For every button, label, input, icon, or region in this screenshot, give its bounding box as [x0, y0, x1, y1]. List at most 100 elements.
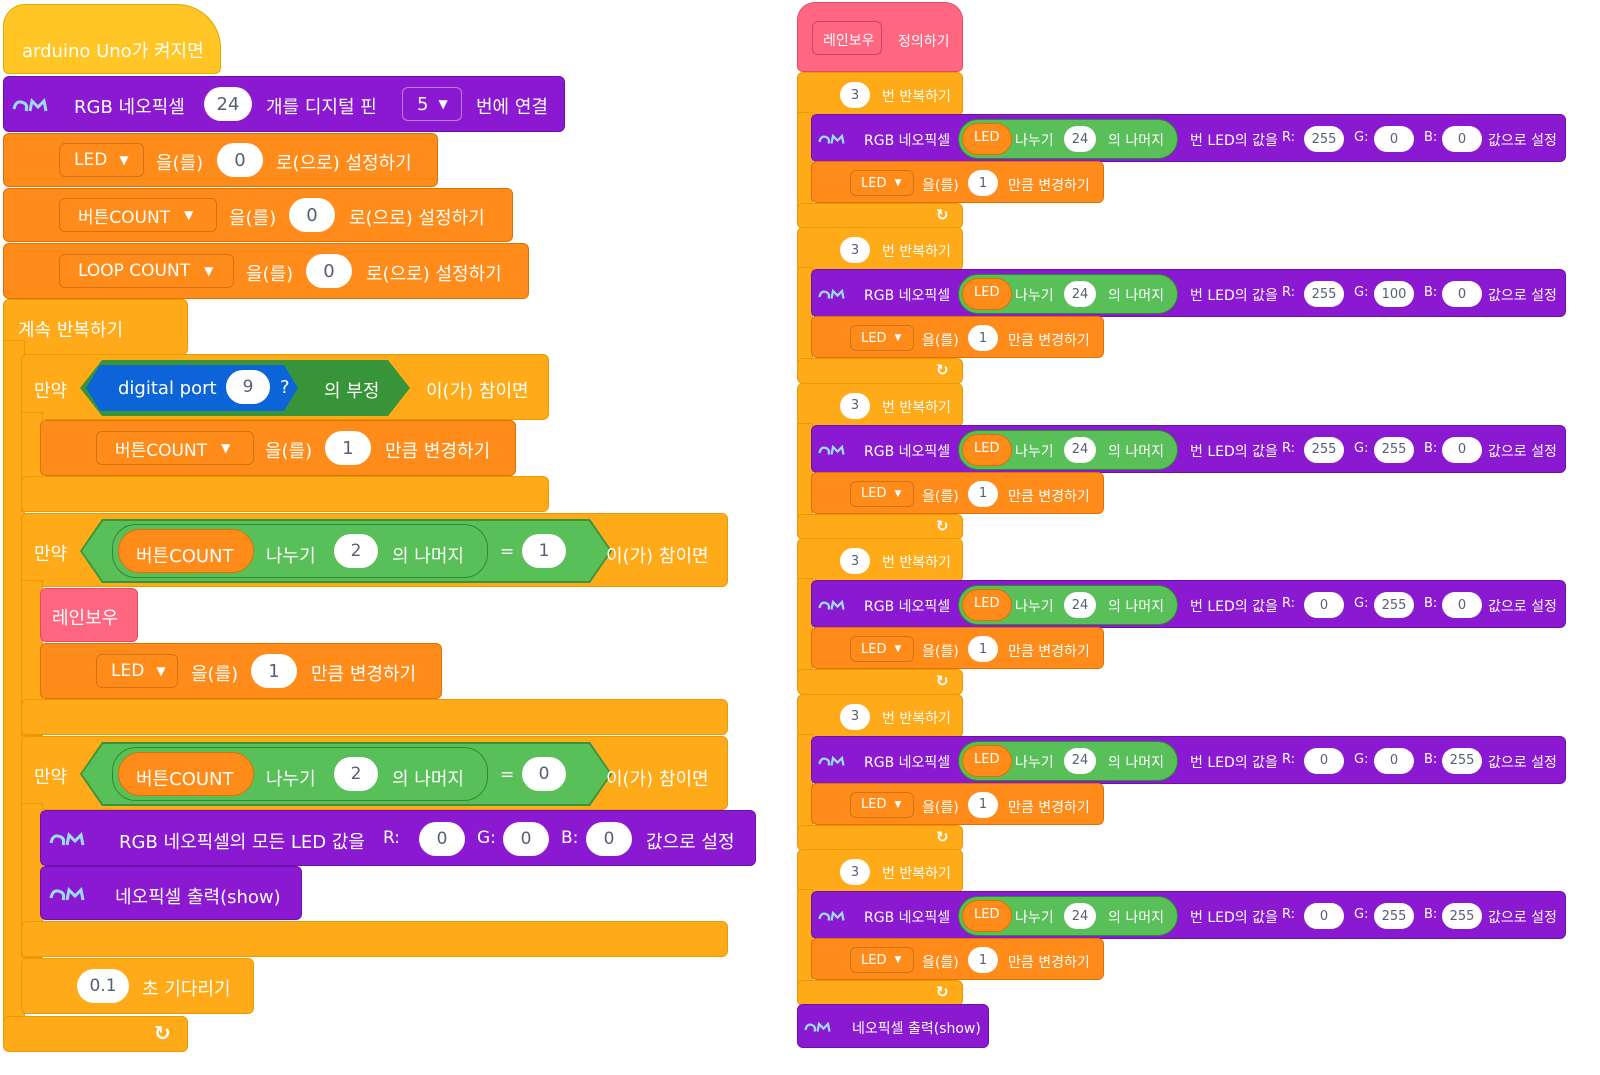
- b-input[interactable]: 255: [1442, 747, 1482, 774]
- variable-reporter[interactable]: [118, 529, 254, 573]
- repeat-times-input[interactable]: 3: [840, 237, 870, 264]
- define-rainbow-block[interactable]: 레인보우 정의하기: [797, 2, 963, 72]
- value-input[interactable]: 1: [968, 636, 998, 663]
- value-input[interactable]: 0: [306, 254, 352, 288]
- repeat-times-input[interactable]: 3: [840, 82, 870, 108]
- g-input[interactable]: 0: [503, 822, 549, 856]
- divisor-input[interactable]: 2: [334, 757, 378, 791]
- value-input[interactable]: 0: [289, 198, 335, 232]
- g-input[interactable]: 0: [1374, 126, 1414, 152]
- variable-reporter[interactable]: [962, 278, 1012, 311]
- if-block-1[interactable]: 만약 digital port 9 ? 의 부정 이(가) 참이면: [21, 354, 549, 420]
- b-input[interactable]: 0: [1442, 592, 1482, 619]
- divisor-input[interactable]: 24: [1064, 592, 1096, 619]
- variable-dropdown[interactable]: LED▼: [850, 791, 914, 818]
- r-input[interactable]: 0: [1304, 592, 1344, 619]
- value-input[interactable]: 1: [968, 170, 998, 196]
- variable-dropdown[interactable]: LOOP COUNT ▼: [59, 254, 234, 288]
- rainbow-call-block[interactable]: 레인보우: [40, 588, 138, 642]
- b-input[interactable]: 0: [1442, 126, 1482, 152]
- pixel-count-input[interactable]: 24: [204, 87, 252, 121]
- r-input[interactable]: 255: [1304, 281, 1344, 308]
- repeat-times-input[interactable]: 3: [840, 548, 870, 575]
- if-block-3[interactable]: 만약 버튼COUNT 나누기 2 의 나머지 = 0 이(가) 참이면: [21, 736, 728, 810]
- variable-dropdown[interactable]: LED▼: [850, 480, 914, 507]
- r-input[interactable]: 0: [1304, 747, 1344, 774]
- set-variable-block[interactable]: LED ▼ 을(를) 0 로(으로) 설정하기: [3, 133, 438, 187]
- variable-reporter[interactable]: [962, 433, 1012, 466]
- repeat-times-input[interactable]: 3: [840, 392, 870, 419]
- r-input[interactable]: 0: [1304, 903, 1344, 929]
- neopixel-init-block[interactable]: RGB 네오픽셀 24 개를 디지털 핀 5 ▼ 번에 연결: [3, 76, 565, 132]
- r-input[interactable]: 255: [1304, 126, 1344, 152]
- g-input[interactable]: 255: [1374, 436, 1414, 463]
- g-input[interactable]: 255: [1374, 592, 1414, 619]
- g-input[interactable]: 0: [1374, 747, 1414, 774]
- change-variable-block[interactable]: LED ▼ 을(를) 1 만큼 변경하기: [40, 643, 442, 699]
- set-variable-block[interactable]: 버튼COUNT ▼ 을(를) 0 로(으로) 설정하기: [3, 188, 513, 242]
- define-name-reporter[interactable]: 레인보우: [812, 21, 882, 55]
- change-variable-block[interactable]: 버튼COUNT ▼ 을(를) 1 만큼 변경하기: [40, 420, 516, 476]
- g-input[interactable]: 255: [1374, 903, 1414, 929]
- port-number-input[interactable]: 9: [226, 370, 270, 404]
- variable-reporter[interactable]: [962, 744, 1012, 777]
- variable-dropdown[interactable]: LED▼: [850, 636, 914, 663]
- variable-reporter[interactable]: [118, 752, 254, 796]
- divisor-input[interactable]: 24: [1064, 903, 1096, 929]
- b-input[interactable]: 0: [1442, 281, 1482, 308]
- neopixel-show-block[interactable]: 네오픽셀 출력(show): [40, 866, 302, 920]
- if-block-2[interactable]: 만약 버튼COUNT 나누기 2 의 나머지 = 1 이(가) 참이면: [21, 513, 728, 587]
- value-input[interactable]: 0: [217, 143, 263, 177]
- variable-dropdown[interactable]: 버튼COUNT ▼: [59, 198, 217, 232]
- variable-dropdown[interactable]: LED ▼: [59, 143, 144, 177]
- repeat-times-input[interactable]: 3: [840, 703, 870, 730]
- divisor-input[interactable]: 24: [1064, 126, 1096, 152]
- when-arduino-starts-hat[interactable]: arduino Uno가 켜지면: [3, 4, 221, 74]
- b-input[interactable]: 255: [1442, 903, 1482, 929]
- b-input[interactable]: 0: [1442, 436, 1482, 463]
- value-input[interactable]: 1: [968, 791, 998, 818]
- variable-reporter[interactable]: [962, 589, 1012, 622]
- divisor-input[interactable]: 24: [1064, 436, 1096, 463]
- set-variable-block[interactable]: LOOP COUNT ▼ 을(를) 0 로(으로) 설정하기: [3, 243, 529, 299]
- neopixel-show-block[interactable]: 네오픽셀 출력(show): [797, 1004, 989, 1048]
- variable-dropdown[interactable]: LED▼: [850, 170, 914, 196]
- wait-seconds-input[interactable]: 0.1: [77, 969, 129, 1003]
- variable-dropdown[interactable]: 버튼COUNT ▼: [96, 431, 254, 465]
- rhs-input[interactable]: 0: [522, 757, 566, 791]
- variable-reporter[interactable]: [962, 900, 1012, 932]
- variable-dropdown[interactable]: LED ▼: [96, 654, 178, 688]
- forever-block[interactable]: 계속 반복하기: [3, 299, 188, 355]
- value-input[interactable]: 1: [251, 654, 297, 688]
- r-input[interactable]: 255: [1304, 436, 1344, 463]
- divisor-input[interactable]: 24: [1064, 281, 1096, 308]
- value-input[interactable]: 1: [325, 431, 371, 465]
- repeat-times-input[interactable]: 3: [840, 859, 870, 885]
- variable-dropdown[interactable]: LED▼: [850, 947, 914, 973]
- divisor-input[interactable]: 24: [1064, 747, 1096, 774]
- rhs-input[interactable]: 1: [522, 534, 566, 568]
- r-input[interactable]: 0: [419, 822, 465, 856]
- divisor-input[interactable]: 2: [334, 534, 378, 568]
- g-input[interactable]: 100: [1374, 281, 1414, 308]
- value-input[interactable]: 1: [968, 947, 998, 973]
- set-all-leds-block[interactable]: RGB 네오픽셀의 모든 LED 값을 R: 0 G: 0 B: 0 값으로 설…: [40, 810, 756, 866]
- value-input[interactable]: 1: [968, 325, 998, 352]
- pin-dropdown[interactable]: 5 ▼: [402, 87, 462, 121]
- wait-block[interactable]: 0.1 초 기다리기: [21, 958, 254, 1014]
